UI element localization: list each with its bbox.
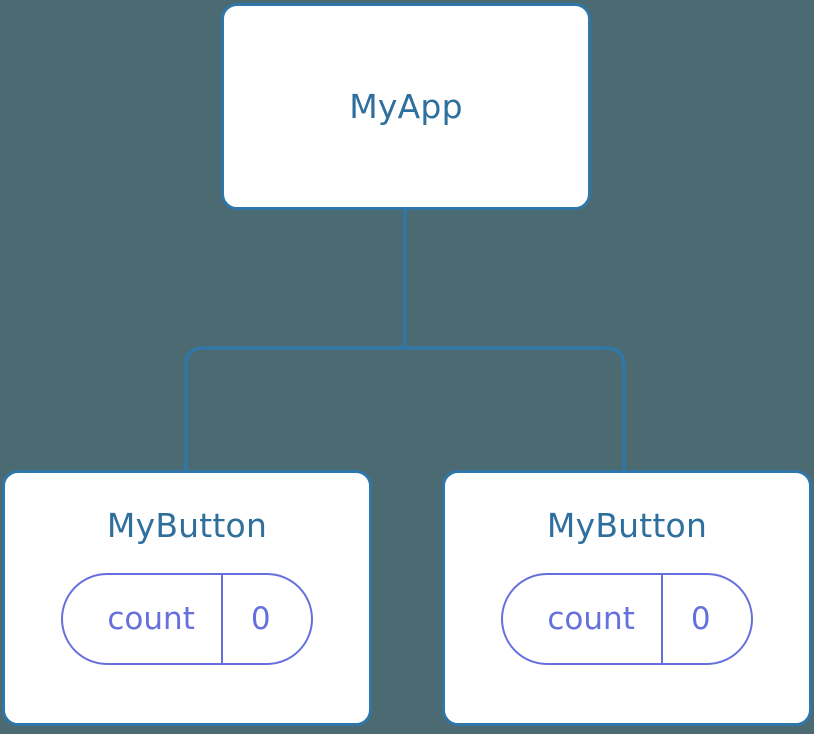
component-node-title: MyApp [349, 87, 463, 126]
state-pill-count[interactable]: count 0 [61, 573, 313, 665]
component-node-myapp[interactable]: MyApp [221, 3, 591, 210]
state-pill-count[interactable]: count 0 [501, 573, 753, 665]
component-node-mybutton-left[interactable]: MyButton count 0 [2, 470, 372, 726]
state-pill-value: 0 [250, 600, 271, 637]
component-node-title: MyButton [106, 506, 268, 545]
state-pill-divider [220, 575, 223, 663]
state-pill-divider [660, 575, 663, 663]
edge-to-left-child [184, 346, 405, 472]
edge-to-right-child [405, 346, 626, 472]
state-pill-key: count [107, 600, 195, 637]
component-node-title: MyButton [546, 506, 708, 545]
state-pill-key: count [547, 600, 635, 637]
component-node-mybutton-right[interactable]: MyButton count 0 [442, 470, 812, 726]
state-pill-value: 0 [690, 600, 711, 637]
